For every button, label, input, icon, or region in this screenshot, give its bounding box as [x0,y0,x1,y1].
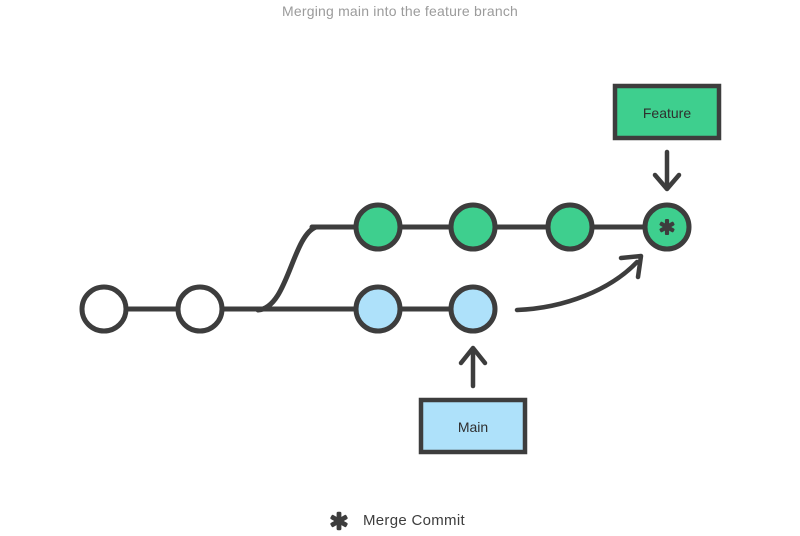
up-arrow-icon [458,345,488,389]
feature-commits [353,202,692,252]
main-branch-label-box[interactable]: Main [418,397,528,455]
commit-node-f3[interactable] [545,202,595,252]
commit-node-m1[interactable] [79,284,129,334]
feature-branch-label-box[interactable]: Feature [612,83,722,141]
commit-node-f2[interactable] [448,202,498,252]
legend-label: Merge Commit [363,512,465,529]
commit-node-m4[interactable] [448,284,498,334]
commit-node-m3[interactable] [353,284,403,334]
down-arrow-icon [652,149,682,192]
main-label-text: Main [458,419,488,435]
feature-label-text: Feature [643,105,691,121]
page-title: Merging main into the feature branch [282,3,518,19]
legend-asterisk-icon [329,511,349,531]
curved-merge-arrow [514,253,644,313]
commit-node-m2[interactable] [175,284,225,334]
main-commits [79,284,498,334]
commit-node-f1[interactable] [353,202,403,252]
branch-fork-curve [255,224,319,313]
